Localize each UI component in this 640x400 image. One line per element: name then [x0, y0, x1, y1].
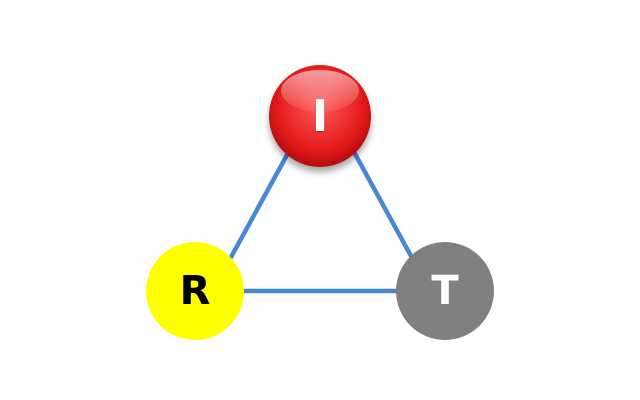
- node-r-label: R: [179, 268, 211, 314]
- node-i-label: I: [311, 90, 329, 142]
- edge-i-t: [351, 149, 414, 259]
- node-r: R: [146, 242, 244, 340]
- node-t: T: [396, 242, 494, 340]
- node-t-label: T: [431, 268, 459, 314]
- edge-i-r: [227, 152, 290, 262]
- node-i: I: [269, 65, 371, 167]
